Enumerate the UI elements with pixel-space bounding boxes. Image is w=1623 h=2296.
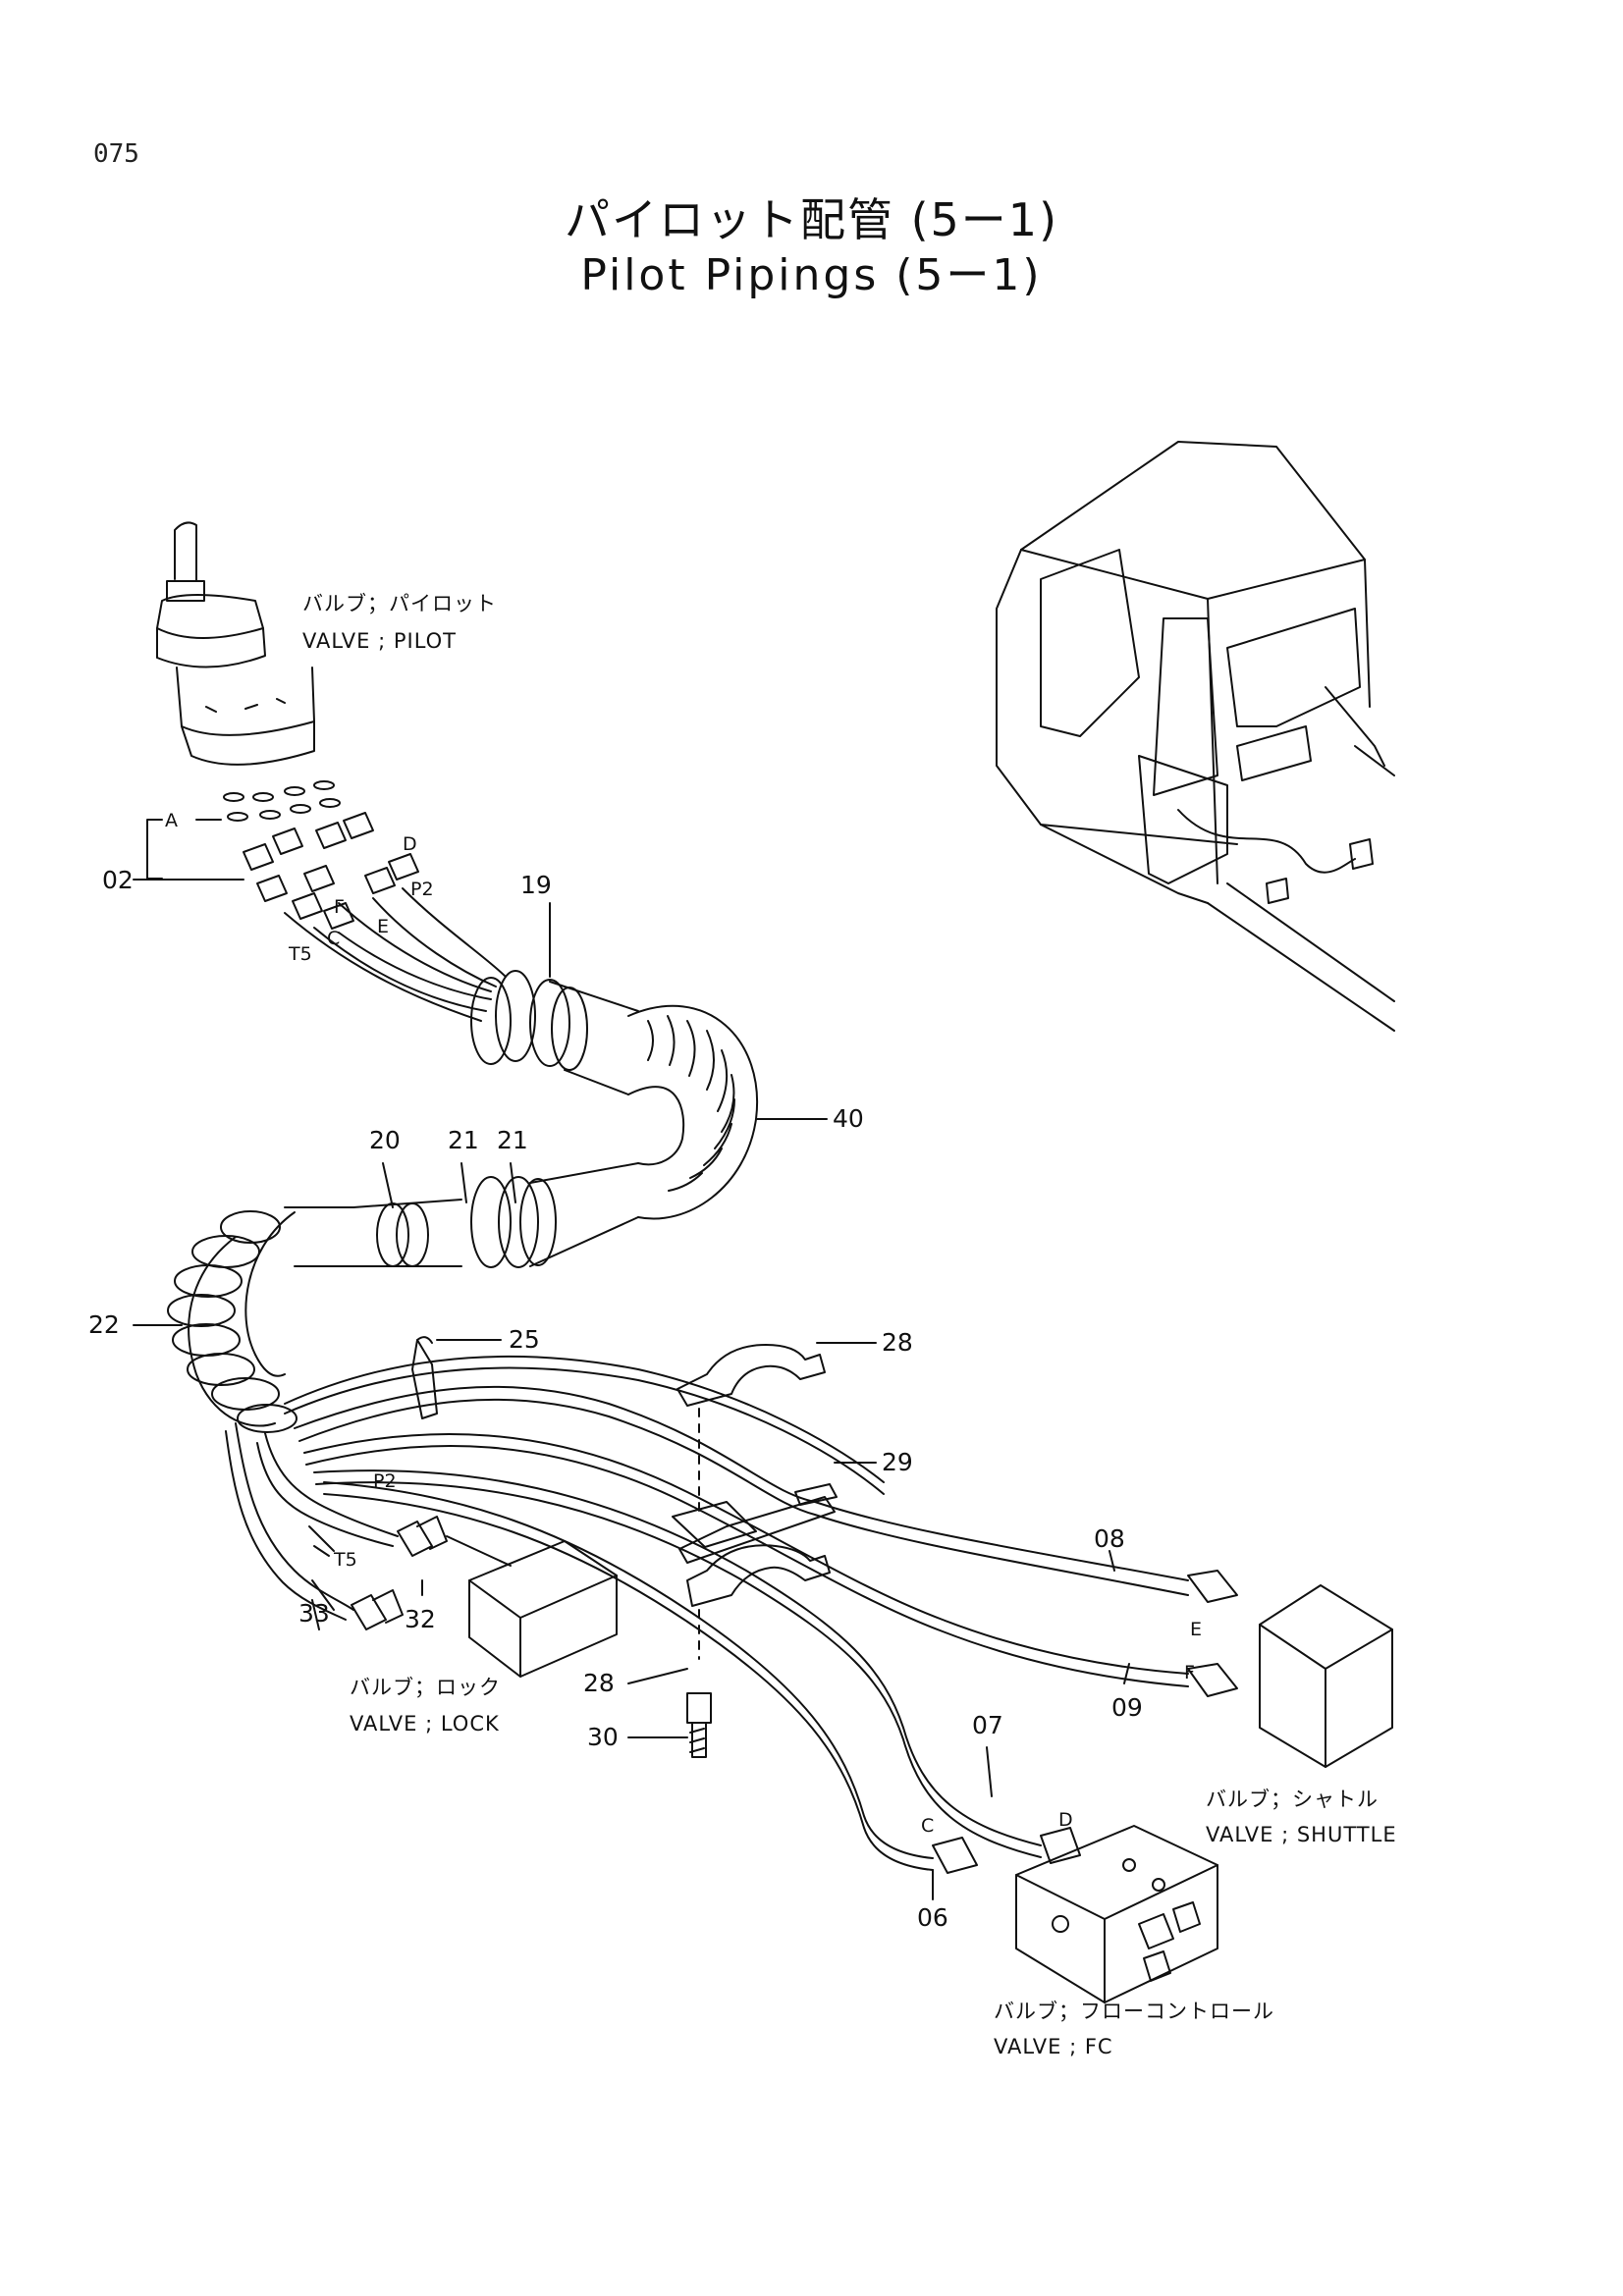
port-label-d: D (403, 833, 417, 855)
callout-21-left: 21 (448, 1126, 479, 1154)
callout-30: 30 (587, 1723, 619, 1751)
callout-21-right: 21 (497, 1126, 528, 1154)
callout-25: 25 (509, 1325, 540, 1354)
port-label-p2: P2 (410, 879, 434, 900)
pilot-valve-label-jp: バルブ；パイロット (302, 592, 497, 615)
callout-19: 19 (520, 871, 552, 899)
pilot-valve-label-en: VALVE ; PILOT (302, 629, 457, 653)
callout-09: 09 (1111, 1693, 1143, 1722)
lock-valve-label-en: VALVE ; LOCK (350, 1712, 500, 1735)
callout-22: 22 (88, 1310, 120, 1339)
callout-02: 02 (102, 866, 134, 894)
port-label-f: F (334, 896, 345, 918)
spiral-guard-22 (167, 1206, 354, 1433)
component-labels: バルブ；パイロット VALVE ; PILOT バルブ；ロック VALVE ; … (302, 592, 1397, 2058)
shuttle-valve-label-en: VALVE ; SHUTTLE (1206, 1823, 1397, 1846)
port-label-e-right: E (1190, 1619, 1202, 1640)
port-label-c-bottom: C (921, 1815, 934, 1837)
port-label-e: E (377, 916, 389, 937)
hose-bundle-lower (225, 1355, 1189, 1871)
callout-20: 20 (369, 1126, 401, 1154)
callout-28-bottom: 28 (583, 1669, 615, 1697)
callout-33: 33 (298, 1599, 330, 1628)
callout-32: 32 (405, 1605, 436, 1633)
leader-lines (133, 819, 1130, 1900)
lock-valve-drawing (468, 1540, 618, 1678)
port-label-t5: T5 (288, 943, 312, 965)
callout-29: 29 (882, 1448, 913, 1476)
port-label-d-bottom: D (1058, 1809, 1073, 1831)
clamp-19 (470, 970, 588, 1071)
callout-07: 07 (972, 1711, 1003, 1739)
fc-valve-drawing (1015, 1825, 1218, 2003)
port-label-a: A (165, 810, 178, 831)
shuttle-valve-drawing (1259, 1584, 1393, 1768)
page-title-english: Pilot Pipings (5ー1) (580, 250, 1043, 300)
clamp-assembly (672, 1344, 838, 1758)
lock-valve-label-jp: バルブ；ロック (350, 1676, 501, 1699)
part-callouts: 02 19 40 20 21 21 22 25 28 29 08 09 33 3… (88, 866, 1143, 1932)
port-label-t5-lower: T5 (333, 1549, 357, 1571)
callout-06: 06 (917, 1903, 948, 1932)
pilot-hose-fittings (243, 812, 419, 930)
corrugated-hose-40 (627, 1004, 759, 1220)
port-label-c: C (327, 928, 340, 949)
port-label-p2-lower: P2 (373, 1470, 397, 1492)
port-label-f-right: F (1184, 1662, 1195, 1683)
callout-08: 08 (1094, 1524, 1125, 1553)
fc-valve-label-en: VALVE ; FC (994, 2035, 1113, 2058)
shuttle-valve-label-jp: バルブ；シャトル (1206, 1788, 1379, 1811)
page-number: 075 (93, 139, 139, 169)
page-title-japanese: パイロット配管 (5ー1) (564, 193, 1059, 246)
fc-valve-label-jp: バルブ；フローコントロール (994, 2000, 1274, 2023)
pilot-valve-drawing (156, 521, 341, 822)
callout-40: 40 (833, 1104, 864, 1133)
port-labels: A D P2 F E C T5 P2 T5 E F C D (165, 810, 1202, 1837)
cab-drawing (996, 441, 1395, 1032)
callout-28-top: 28 (882, 1328, 913, 1357)
